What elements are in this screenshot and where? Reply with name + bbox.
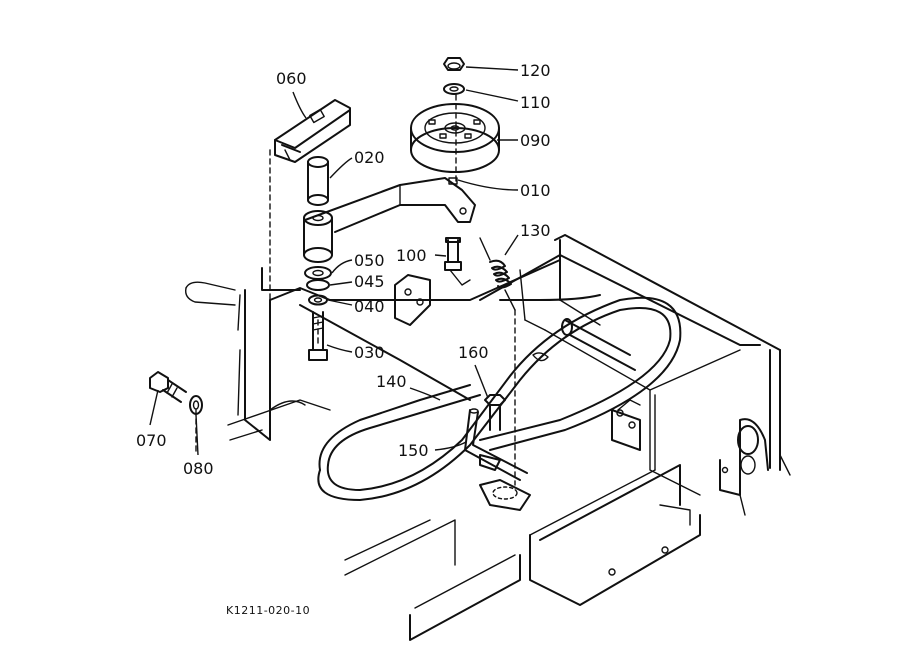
part-010-tension-arm <box>304 177 476 233</box>
small-bracket <box>394 274 431 326</box>
drawing-code: K1211-020-10 <box>226 604 310 617</box>
part-080-washer <box>189 395 203 415</box>
label-080: 080 <box>183 459 214 478</box>
part-030-bolt <box>308 311 328 361</box>
part-120-nut <box>443 57 465 71</box>
label-070: 070 <box>136 431 167 450</box>
label-090: 090 <box>520 131 551 150</box>
leader-lines <box>149 66 519 456</box>
label-040: 040 <box>354 297 385 316</box>
label-150: 150 <box>398 441 429 460</box>
part-160-bolt <box>484 394 506 431</box>
label-050: 050 <box>354 251 385 270</box>
frame-chassis <box>185 94 791 641</box>
label-100: 100 <box>396 246 427 265</box>
part-050-washer <box>304 266 332 280</box>
label-130: 130 <box>520 221 551 240</box>
label-045: 045 <box>354 272 385 291</box>
part-110-washer <box>443 83 465 95</box>
part-060-bracket <box>274 99 351 163</box>
label-060: 060 <box>276 69 307 88</box>
part-140-v-belt <box>317 294 682 501</box>
part-070-bolt <box>149 371 187 403</box>
label-020: 020 <box>354 148 385 167</box>
part-100-bolt <box>444 237 471 286</box>
part-040-washer <box>308 294 328 306</box>
part-045-washer <box>306 279 330 291</box>
label-160: 160 <box>458 343 489 362</box>
part-150-rod <box>464 408 528 481</box>
label-140: 140 <box>376 372 407 391</box>
arm-boss <box>303 210 333 263</box>
label-030: 030 <box>354 343 385 362</box>
label-010: 010 <box>520 181 551 200</box>
part-020-spacer <box>307 156 329 206</box>
part-090-pulley <box>410 103 500 173</box>
label-120: 120 <box>520 61 551 80</box>
label-110: 110 <box>520 93 551 112</box>
part-number-labels: 120 110 090 010 060 020 130 100 050 045 … <box>136 61 551 478</box>
